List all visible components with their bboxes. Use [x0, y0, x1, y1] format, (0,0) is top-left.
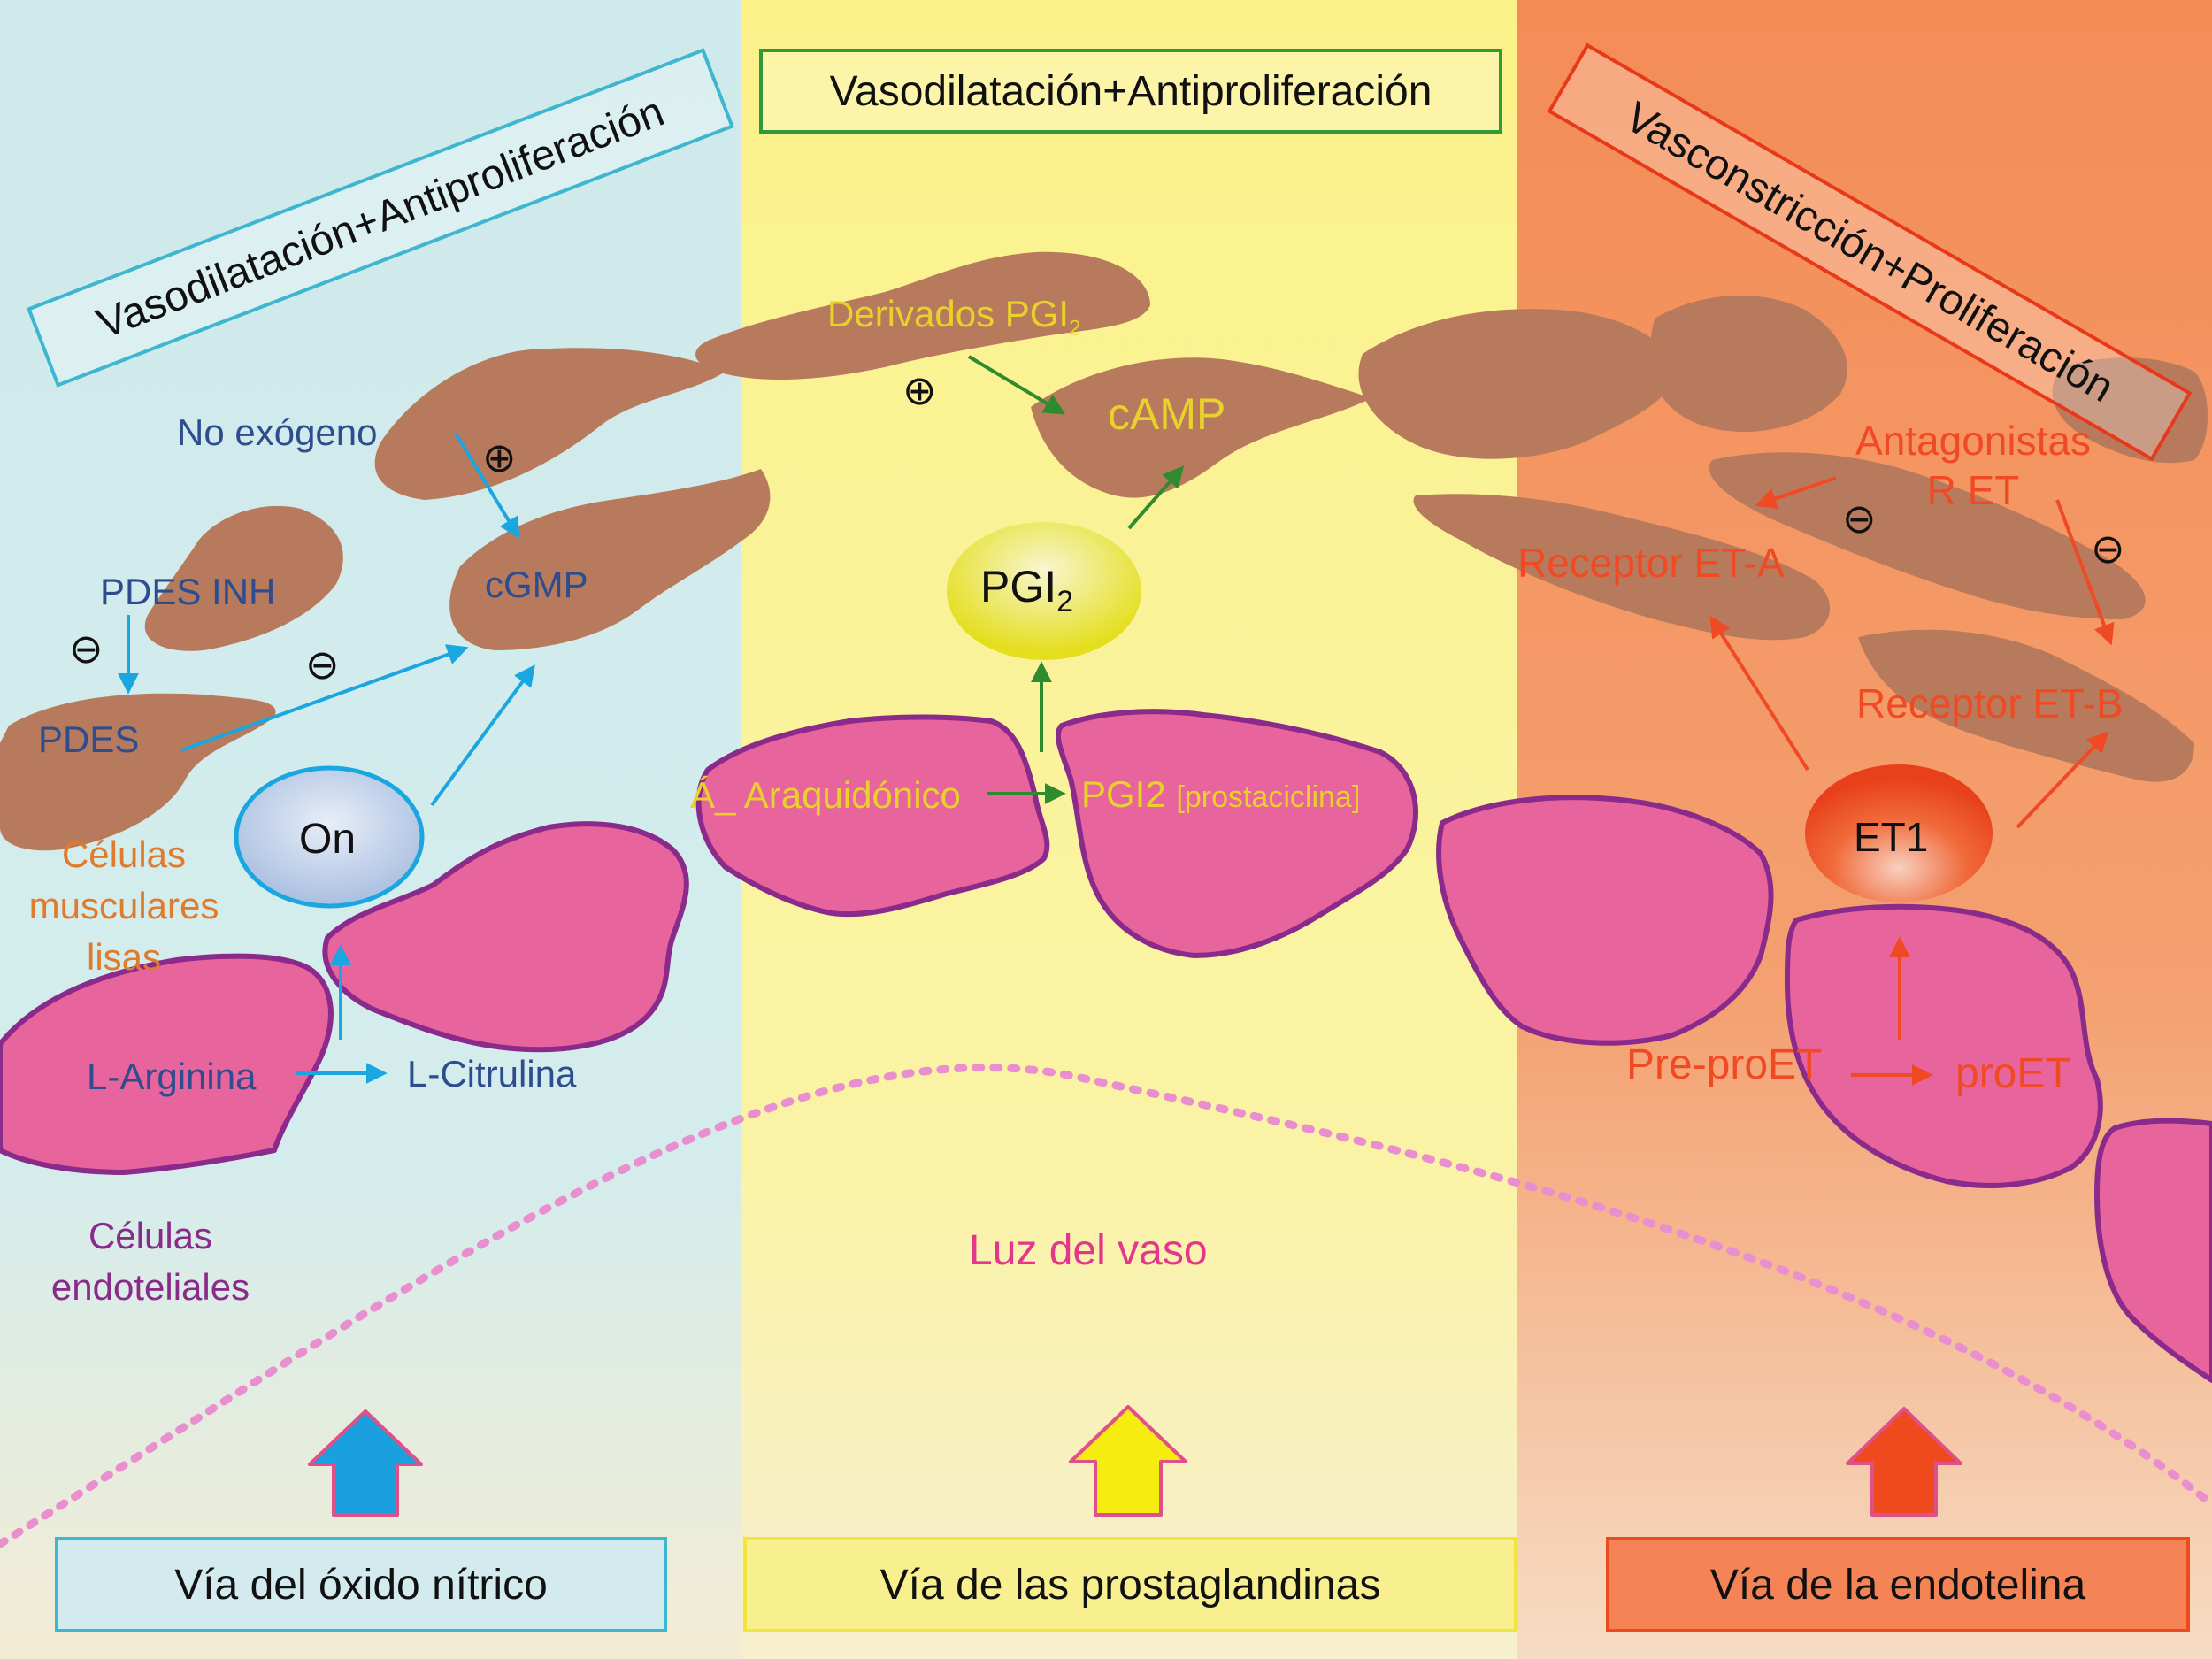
pre-proet-label: Pre-proET [1626, 1041, 1823, 1088]
et1-label: ET1 [1854, 814, 1929, 860]
muscle-cell [449, 469, 771, 650]
arrow-antagonistas-to-eta [1755, 476, 1837, 510]
l-arginina-label: L-Arginina [87, 1056, 257, 1097]
minus-sign: ⊖ [1842, 495, 1877, 541]
muscle-cell [1649, 295, 1847, 433]
arrow-pdes-to-cgmp [180, 644, 469, 752]
pg-arrows [967, 355, 1185, 804]
arrow-on-to-cgmp [430, 664, 535, 807]
pg-effect-box: Vasodilatación+Antiproliferación [759, 49, 1502, 134]
plus-sign: ⊕ [482, 434, 517, 480]
muscle-cell [0, 693, 276, 851]
endothelial-cell [1436, 795, 1774, 1046]
endothelial-label: Células endoteliales [50, 1215, 250, 1308]
muscle-cell [1031, 357, 1371, 498]
muscle-cell [1358, 309, 1681, 459]
camp-label: cAMP [1108, 389, 1226, 439]
cgmp-label: cGMP [485, 564, 588, 605]
prostaciclina-text: PGI2 [1081, 773, 1166, 815]
minus-sign: ⊖ [69, 626, 104, 672]
arrow-antagonistas-to-etb [2055, 499, 2115, 646]
derivados-subscript: 2 [1069, 316, 1081, 341]
minus-sign: ⊖ [305, 641, 340, 687]
smooth-muscle-label: Células musculares lisas [28, 833, 219, 978]
muscle-cell [144, 505, 343, 651]
arrow-et1-to-eta [1709, 615, 1809, 772]
no-arrows [118, 432, 535, 1084]
pg-pathway-label: Vía de las prostaglandinas [879, 1561, 1381, 1609]
arrow-up-yellow [1069, 1405, 1187, 1517]
pg-effect-label: Vasodilatación+Antiproliferación [829, 67, 1432, 115]
antagonistas-line2: R ET [1926, 467, 2020, 513]
derivados-text: Derivados PGI [827, 293, 1070, 334]
minus-sign: ⊖ [2091, 526, 2125, 572]
endothelial-cells [0, 709, 2212, 1383]
et1-bubble [1805, 764, 1993, 902]
pgi2-bubble [947, 522, 1141, 660]
endothelial-cell [2094, 1118, 2212, 1383]
arrow-derivados-to-camp [967, 355, 1066, 415]
pgi2-label: PGI2 [980, 565, 1073, 617]
on-label: On [299, 816, 357, 863]
no-pathway-label: Vía del óxido nítrico [174, 1561, 548, 1609]
lumen-label: Luz del vaso [969, 1227, 1208, 1274]
antagonistas-label: Antagonistas R ET [1796, 416, 2150, 515]
et-arrows [1709, 476, 2115, 1086]
endothelial-cell [322, 821, 689, 1053]
muscle-cell [1858, 629, 2194, 782]
prostaciclina-note: [prostaciclina] [1176, 780, 1361, 814]
et-pathway-box: Vía de la endotelina [1606, 1537, 2190, 1632]
arrow-up-red [1846, 1407, 1962, 1517]
pgi2-text: PGI [980, 562, 1057, 611]
pdes-inh-label: PDES INH [100, 571, 276, 612]
smooth-muscle-cells [0, 251, 2208, 851]
endothelial-cell [0, 953, 334, 1175]
prostaciclina-label: PGI2 [prostaciclina] [1081, 776, 1360, 813]
pgi2-subscript: 2 [1056, 585, 1074, 618]
endothelial-cell [1785, 903, 2103, 1188]
muscle-cell [695, 251, 1150, 380]
no-pathway-box: Vía del óxido nítrico [55, 1537, 667, 1632]
antagonistas-line1: Antagonistas [1855, 418, 2091, 464]
derivados-label: Derivados PGI2 [827, 296, 1080, 339]
vessel-lumen-arc [0, 1064, 2212, 1548]
endothelial-cell [1055, 709, 1418, 958]
no-exogeno-label: No exógeno [177, 411, 378, 453]
receptor-eta-label: Receptor ET-A [1517, 540, 1785, 586]
receptor-etb-label: Receptor ET-B [1856, 680, 2124, 726]
arrow-up-blue [308, 1409, 423, 1517]
araquidonico-label: Á_ Araquidónico [690, 774, 961, 816]
l-citrulina-label: L-Citrulina [407, 1053, 577, 1094]
plus-sign: ⊕ [902, 367, 937, 413]
pdes-label: PDES [38, 718, 140, 760]
on-bubble [234, 765, 425, 909]
endothelial-cell [695, 714, 1050, 918]
arrow-pgi2-to-camp [1127, 465, 1185, 530]
muscle-cell [2052, 357, 2208, 464]
muscle-cell [374, 348, 726, 500]
arrow-no-exogeno-to-cgmp [454, 432, 520, 540]
et-pathway-label: Vía de la endotelina [1709, 1561, 2086, 1609]
pg-pathway-box: Vía de las prostaglandinas [743, 1537, 1517, 1632]
arrow-et1-to-etb [2016, 731, 2109, 829]
muscle-cell [1413, 494, 1831, 641]
proet-label: proET [1955, 1050, 2071, 1097]
muscle-cell [1709, 452, 2146, 619]
